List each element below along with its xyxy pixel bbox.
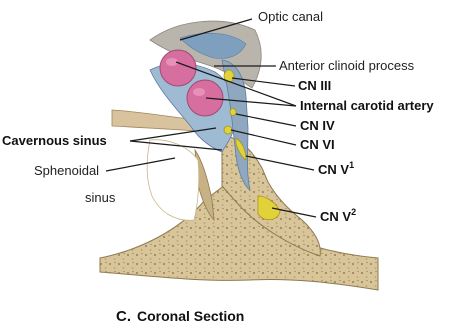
label-cn6: CN VI [300, 137, 335, 152]
label-cn4: CN IV [300, 118, 335, 133]
label-anterior-clinoid: Anterior clinoid process [279, 58, 415, 73]
internal-carotid-artery-lower [187, 80, 223, 116]
label-ica: Internal carotid artery [300, 98, 434, 113]
label-optic-canal: Optic canal [258, 9, 323, 24]
label-cn5-2: CN V2 [320, 207, 356, 224]
cn6-nerve [224, 126, 232, 134]
internal-carotid-artery-upper [160, 50, 196, 86]
label-sphenoidal-sinus-2: sinus [85, 190, 116, 205]
label-cn5-1: CN V1 [318, 160, 354, 177]
sphenoidal-sinus-cavity [147, 140, 199, 221]
label-cn3: CN III [298, 78, 331, 93]
caption-title: Coronal Section [137, 308, 244, 324]
label-sphenoidal-sinus-1: Sphenoidal [34, 163, 99, 178]
cn4-nerve [230, 109, 236, 116]
caption-letter: C. [116, 308, 131, 325]
label-cavernous-sinus: Cavernous sinus [2, 133, 107, 148]
